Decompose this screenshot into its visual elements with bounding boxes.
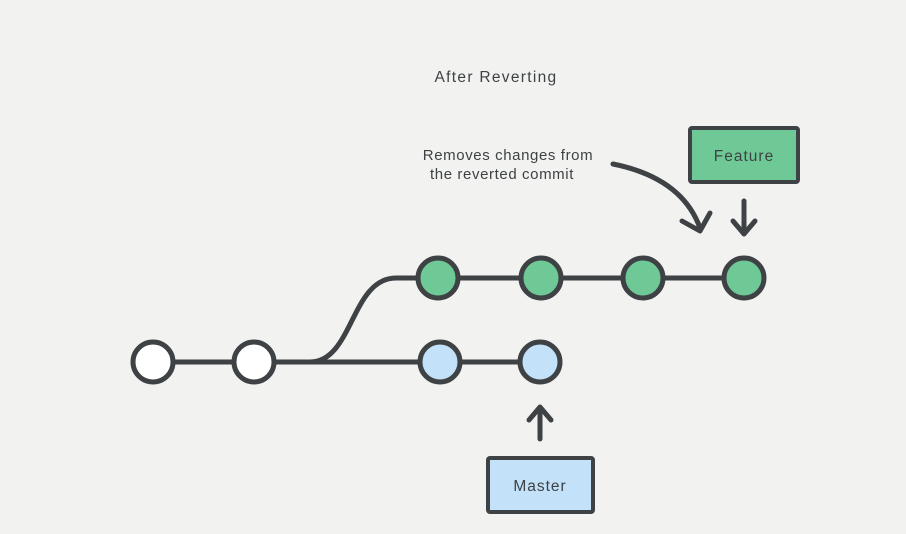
feature-label-box — [688, 126, 800, 184]
feature-pointer-arrow — [730, 198, 758, 237]
annotation-arrow — [610, 161, 703, 231]
master-pointer-arrow — [526, 404, 554, 442]
master-label-box — [486, 456, 595, 514]
feature-commit-node — [518, 255, 564, 301]
annotation-arrowhead-icon — [679, 210, 713, 234]
annotation-line-2: the reverted commit — [430, 166, 574, 183]
master-commit-node — [130, 339, 176, 385]
feature-commit-node — [721, 255, 767, 301]
diagram-title: After Reverting — [435, 69, 558, 86]
feature-commit-node — [415, 255, 461, 301]
master-label-group: Master — [486, 456, 595, 514]
annotation-line-1: Removes changes from — [423, 147, 593, 164]
master-label: Master — [513, 478, 566, 495]
commit-nodes — [130, 255, 767, 385]
master-commit-node — [517, 339, 563, 385]
feature-commit-node — [620, 255, 666, 301]
master-commit-node — [417, 339, 463, 385]
feature-label: Feature — [714, 148, 774, 165]
master-commit-node — [231, 339, 277, 385]
feature-label-group: Feature — [688, 126, 800, 184]
feature-branch-line — [307, 275, 747, 365]
